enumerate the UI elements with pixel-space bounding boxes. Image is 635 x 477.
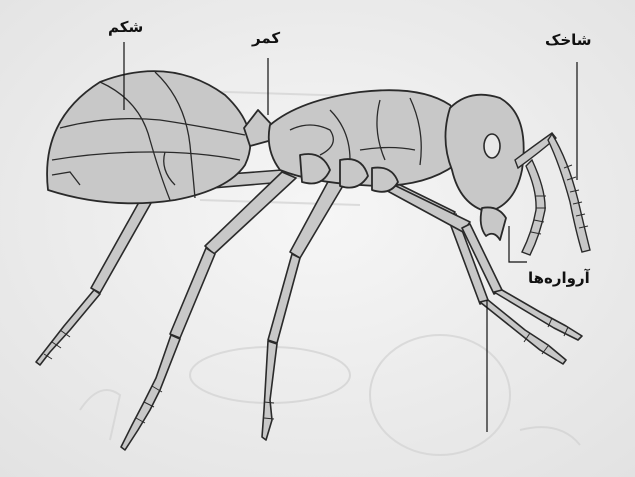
eye [484, 134, 500, 158]
label-waist: کمر [252, 31, 280, 46]
label-antenna: شاخک [545, 33, 592, 48]
label-abdomen: شکم [108, 20, 143, 35]
label-mandibles: آرواره‌ها [528, 271, 590, 286]
